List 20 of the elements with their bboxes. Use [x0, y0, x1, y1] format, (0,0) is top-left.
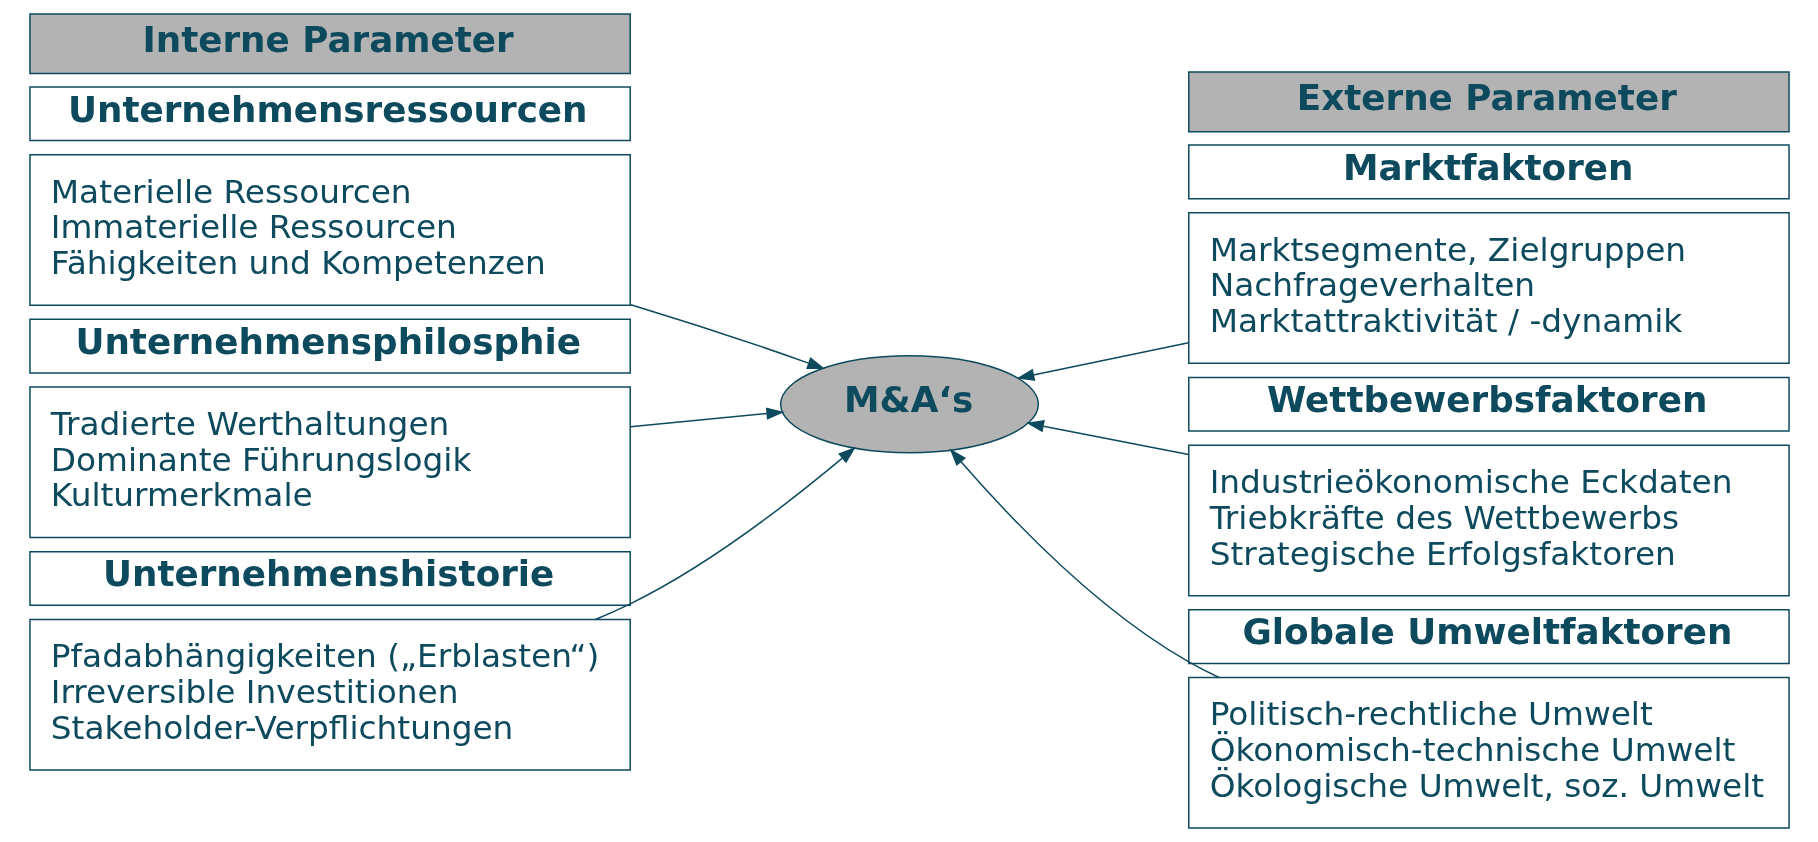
node-box: Materielle Ressourcen Immaterielle Ressourcen Fähigkeiten und Kompetenzen: [28, 154, 631, 306]
node-box: Marktfaktoren: [1187, 144, 1790, 200]
node-box: Unternehmensressourcen: [28, 86, 631, 142]
node-box: Industrieökonomische Eckdaten Triebkräfte des Wettbewerbs Strategische Erfolgsfaktoren: [1187, 444, 1790, 597]
arrow: [1016, 342, 1189, 381]
node-box: Globale Umweltfaktoren: [1187, 609, 1790, 665]
node-box: Pfadabhängigkeiten („Erblasten“) Irreversible Investitionen Stakeholder-Verpflichtungen: [28, 618, 631, 771]
arrow: [1025, 420, 1189, 456]
node-box: Unternehmensphilosphie: [28, 318, 631, 374]
node-box: Tradierte Werthaltungen Dominante Führungslogik Kulturmerkmale: [28, 386, 631, 539]
arrow: [949, 448, 1220, 679]
node-box: Wettbewerbsfaktoren: [1187, 376, 1790, 432]
node-box: Marktsegmente, Zielgruppen Nachfrageverhalten Marktattraktivität / -dynamik: [1187, 212, 1790, 365]
node-box: Externe Parameter: [1187, 71, 1790, 133]
arrow: [629, 407, 784, 428]
node-box: Unternehmenshistorie: [28, 550, 631, 607]
arrow: [629, 303, 825, 370]
node-box: Politisch-rechtliche Umwelt Ökonomisch-technische Umwelt Ökologische Umwelt, soz. Umwelt: [1187, 676, 1790, 829]
arrow: [594, 446, 856, 621]
node-box: Interne Parameter: [28, 13, 631, 75]
